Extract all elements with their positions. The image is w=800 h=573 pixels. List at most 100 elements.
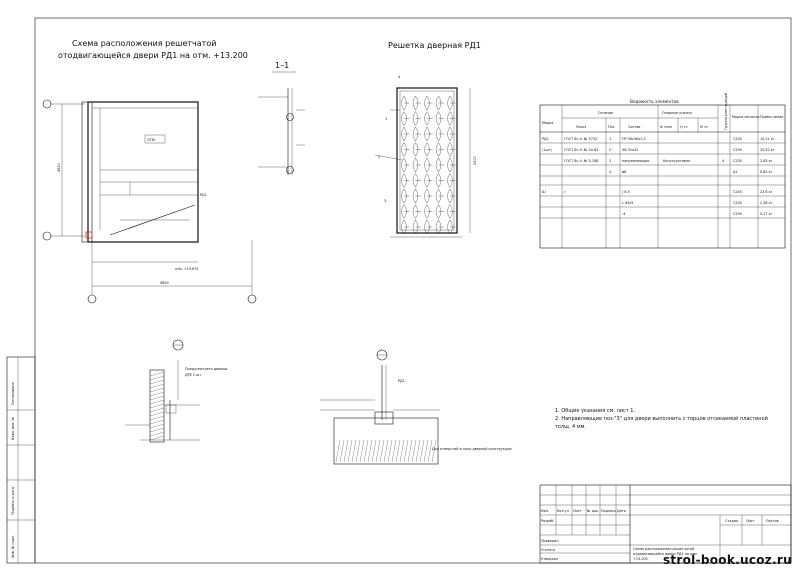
mesh-cell — [424, 173, 430, 188]
stamp-stadiya: Стадия — [725, 519, 738, 523]
spec-cell-metal: С255 — [733, 148, 742, 152]
plan-view: ОТМ. РД1 4890 4920 отм. +13.675 — [42, 99, 257, 304]
spec-h-poz: Поз — [608, 125, 615, 129]
spec-h-m: M тс — [700, 125, 708, 129]
hatch-line — [355, 439, 361, 463]
mesh-cell — [401, 111, 407, 126]
mesh-cell — [401, 204, 407, 219]
hatch-line — [343, 439, 349, 463]
stamp-col-podpis: Подпись — [601, 509, 616, 513]
mesh-cell — [424, 111, 430, 126]
mesh-cell — [424, 95, 430, 111]
spec-cell-poz: 1 — [609, 137, 611, 141]
hatch-line — [149, 379, 165, 385]
door-dim-height: 2000 — [473, 156, 477, 165]
mesh-cell — [412, 204, 419, 219]
mesh-cell — [435, 204, 442, 219]
hatch-line — [149, 391, 165, 397]
general-notes: 1. Общие указания см. лист 1. 2. Направл… — [555, 408, 768, 430]
mesh-cell — [401, 219, 407, 235]
stamp-col-list: Лист — [573, 509, 582, 513]
mesh-cell — [435, 188, 442, 204]
spec-h-opornye: Опорные усилия — [662, 111, 692, 115]
detail-1: Предусмотреть дверью ДРЕ 2 шт — [125, 339, 227, 443]
hatch-line — [391, 439, 397, 463]
title-block: Изм. Кол.уч Лист № док. Подпись Дата Раз… — [539, 484, 792, 564]
hatch-line — [149, 411, 165, 417]
mesh-cell — [412, 126, 419, 142]
side-label-vzam: Взам. инв. № — [11, 417, 15, 440]
spec-h-gruppa: Группа конструкций — [724, 93, 728, 130]
spec-cell-sostav: направляющая — [622, 159, 649, 163]
spec-cell-eskiz: I — [564, 190, 565, 194]
mesh-cell — [435, 126, 442, 142]
hatch-line — [419, 439, 425, 463]
stamp-col-izm: Изм. — [541, 509, 549, 513]
stamp-col-kol: Кол.уч — [557, 509, 569, 513]
spec-cell-sostav: ПР 36х36х2,5 — [622, 137, 646, 141]
mesh-cell — [424, 219, 430, 235]
mesh-cell — [412, 111, 419, 126]
stamp-desc-1: Схема расположения решетчатой — [633, 547, 694, 551]
hatch-line — [395, 439, 401, 463]
mesh-cell — [447, 142, 453, 157]
door-mark-4: 4 — [398, 75, 400, 79]
mesh-cell — [435, 157, 442, 173]
mesh-cell — [424, 142, 430, 157]
mesh-cell — [435, 111, 442, 126]
spec-cell-marka: (1шт) — [542, 148, 553, 152]
stamp-desc-3: +13.200 — [633, 557, 648, 561]
mesh-cell — [412, 219, 419, 235]
spec-h-marka-metalla: Марка металла — [732, 115, 759, 119]
plan-dim-left: 4920 — [57, 163, 61, 172]
spec-group-value: 4 — [722, 159, 724, 163]
hatch-line — [351, 439, 357, 463]
spec-cell-sostav: [ 6,5 — [622, 190, 630, 194]
spec-cell-eskiz: ГОСТ 8ч-4. № 5732 — [564, 137, 597, 141]
spec-cell-eskiz: ГОСТ 8ч-4. № 5-188 — [564, 159, 598, 163]
spec-cell-poz: 2 — [609, 148, 611, 152]
site-watermark[interactable]: strol-book.ucoz.ru — [662, 553, 792, 567]
hatch-line — [149, 403, 165, 409]
spec-h-sostav: Состав — [628, 125, 640, 129]
mesh-cell — [447, 204, 453, 219]
hatch-line — [359, 439, 365, 463]
hatch-line — [403, 439, 409, 463]
stamp-listov: Листов — [766, 519, 779, 523]
mesh-cell — [401, 142, 407, 157]
spec-cell-sostav: ø8 — [622, 170, 626, 174]
hatch-line — [149, 415, 165, 421]
hatch-line — [399, 439, 405, 463]
hatch-line — [423, 439, 429, 463]
spec-cell-note: 0,82 кг — [760, 170, 773, 174]
mesh-cell — [424, 126, 430, 142]
spec-h-q: Q тс — [680, 125, 688, 129]
door-mark-2: 2 — [378, 155, 380, 159]
detail1-note: Предусмотреть дверью — [185, 367, 227, 371]
spec-h-marka: Марка — [542, 121, 553, 125]
mesh-cell — [447, 111, 453, 126]
spec-cell-poz: 4 — [609, 170, 611, 174]
spec-cell-metal: С235 — [733, 159, 742, 163]
mesh-cell — [401, 95, 407, 111]
plan-dim-bottom: 4890 — [160, 281, 169, 285]
spec-cell-eskiz: ГОСТ 8ч-4. № 40-83 — [564, 148, 598, 152]
spec-cell-poz: 3 — [609, 159, 611, 163]
hatch-line — [149, 431, 165, 437]
mesh-cell — [401, 157, 407, 173]
spec-cell-marka: РД1 — [542, 137, 549, 141]
spec-cell-metal: С255 — [733, 137, 742, 141]
mesh-cell — [424, 204, 430, 219]
mesh-cell — [412, 142, 419, 157]
plan-label-rd1: РД1 — [200, 193, 207, 197]
side-label-inv: Инв. № подл. — [11, 535, 15, 558]
hatch-line — [427, 439, 433, 463]
hatch-line — [379, 439, 385, 463]
spec-cell-sostav: -4 — [622, 212, 625, 216]
hatch-line — [149, 395, 165, 401]
hatch-line — [149, 427, 165, 433]
mesh-cell — [447, 157, 453, 173]
hatch-line — [415, 439, 421, 463]
spec-h-eskiz: Эскиз — [576, 125, 586, 129]
side-label-soglas: Согласовано — [11, 382, 15, 405]
